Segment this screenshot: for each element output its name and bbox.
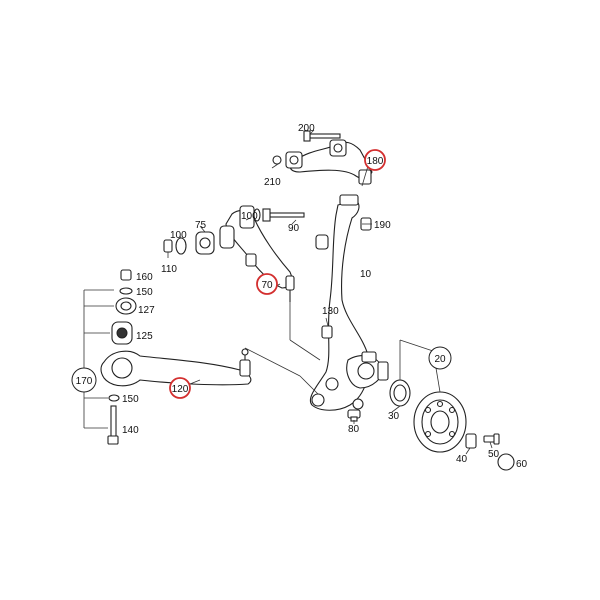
cap-60 <box>497 453 515 471</box>
callout-40: 40 <box>456 454 468 465</box>
washer-150b <box>108 394 120 402</box>
callout-120: 120 <box>172 384 189 395</box>
callout-labels: 200 210 190 10 75 100 90 100 110 130 160… <box>122 123 528 470</box>
callout-100b: 100 <box>241 211 258 222</box>
nut-110 <box>163 239 173 253</box>
callout-127: 127 <box>138 305 155 316</box>
bolt-140 <box>107 405 119 445</box>
callout-60: 60 <box>516 459 528 470</box>
callout-90: 90 <box>288 223 300 234</box>
callout-20: 20 <box>434 354 446 365</box>
leader-lines <box>83 129 493 455</box>
bushing-125 <box>111 321 133 345</box>
bolt-90 <box>262 208 305 222</box>
callout-10: 10 <box>360 269 372 280</box>
bolt-80 <box>347 409 361 422</box>
upper-control-arm-180[interactable] <box>272 139 373 185</box>
callout-150a: 150 <box>136 287 153 298</box>
bushing-75 <box>195 231 215 255</box>
callout-180: 180 <box>367 156 384 167</box>
nut-160 <box>120 269 132 281</box>
callout-190: 190 <box>374 220 391 231</box>
bolt-200 <box>303 130 341 142</box>
callout-130: 130 <box>322 306 339 317</box>
bushing-127 <box>115 297 137 315</box>
wheel-hub-20[interactable] <box>413 391 467 453</box>
callout-180-circle[interactable]: 180 <box>364 149 386 171</box>
lower-control-arm-120[interactable] <box>100 348 252 387</box>
bolt-50 <box>483 433 500 445</box>
callout-80: 80 <box>348 424 360 435</box>
washer-150a <box>119 287 133 295</box>
callout-120-circle[interactable]: 120 <box>169 377 191 399</box>
sensor-40 <box>465 433 477 449</box>
callout-50: 50 <box>488 449 500 460</box>
callout-170-circle[interactable]: 170 <box>71 367 97 393</box>
callout-170: 170 <box>76 376 93 387</box>
callout-30: 30 <box>388 411 400 422</box>
callout-140: 140 <box>122 425 139 436</box>
callout-75: 75 <box>195 220 207 231</box>
callout-110: 110 <box>161 264 177 275</box>
nut-130 <box>321 325 333 339</box>
callout-125: 125 <box>136 331 153 342</box>
strut-arm-70[interactable] <box>219 205 295 302</box>
callout-150b: 150 <box>122 394 139 405</box>
callout-70: 70 <box>261 280 273 291</box>
callout-160: 160 <box>136 272 153 283</box>
callout-200: 200 <box>298 123 315 134</box>
callout-210: 210 <box>264 177 281 188</box>
seal-ring-30 <box>389 379 411 407</box>
callout-100a: 100 <box>170 230 187 241</box>
callout-20-circle[interactable]: 20 <box>428 346 452 370</box>
callout-70-circle[interactable]: 70 <box>256 273 278 295</box>
steering-knuckle-10[interactable] <box>309 194 389 411</box>
washer-100b <box>253 208 261 222</box>
